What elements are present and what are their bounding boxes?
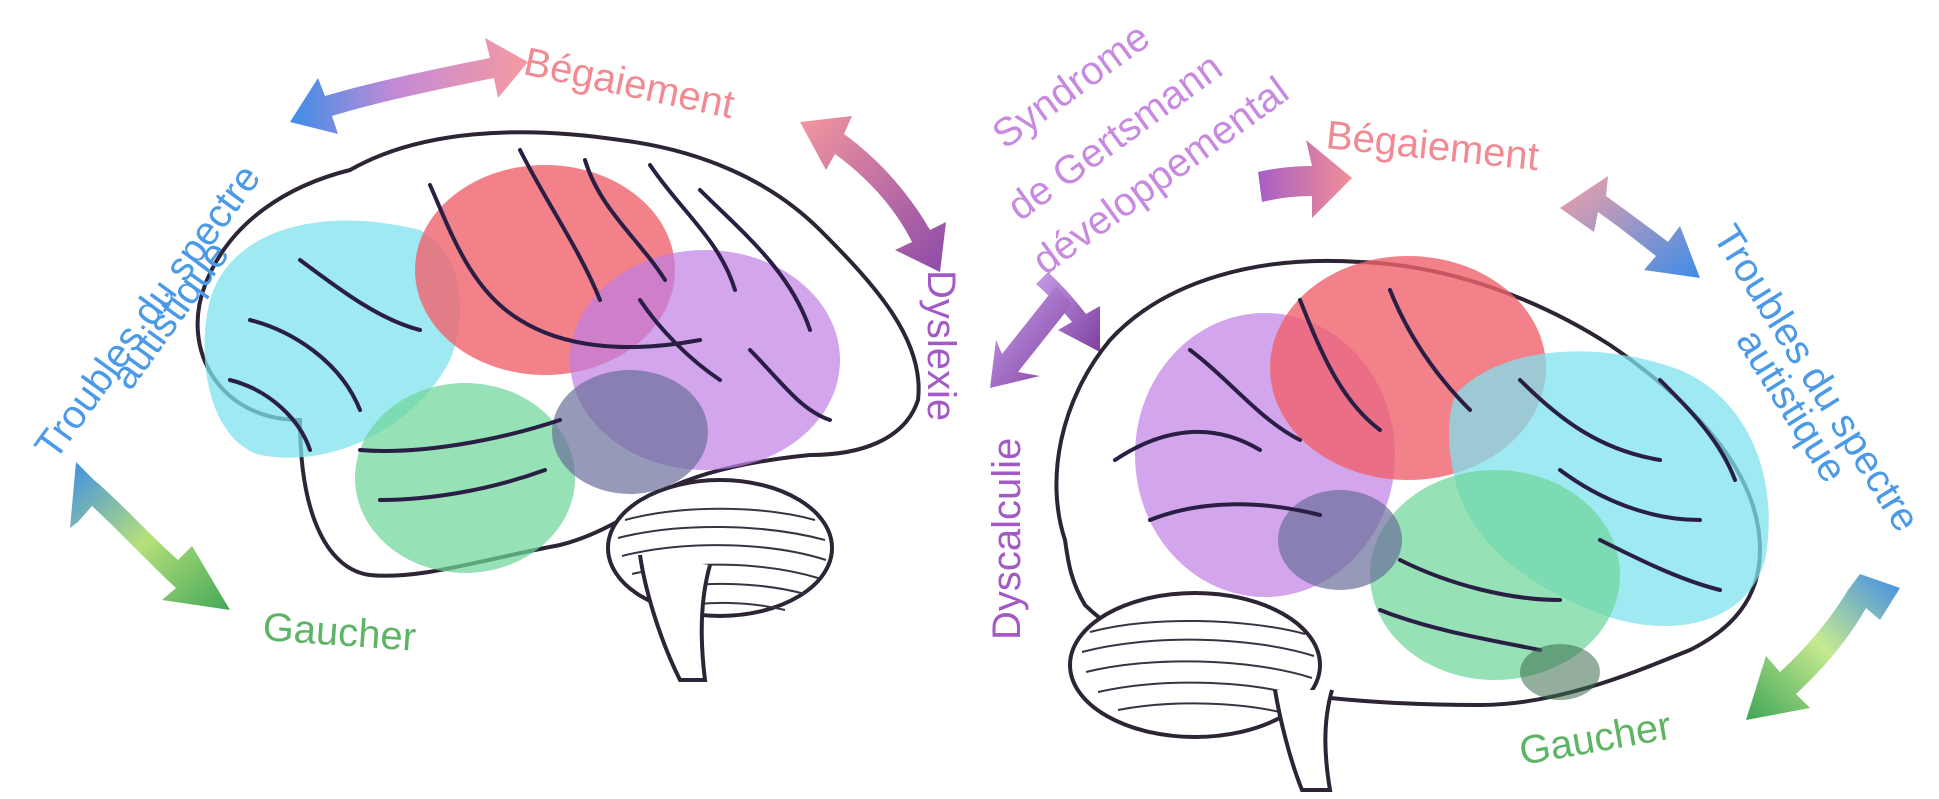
dyscalculie-label: Dyscalculie [985,438,1029,640]
right-arrow-tsa-gaucher [1746,574,1900,720]
left-dyslexie-label: Dyslexie [919,270,963,421]
right-begaiement-label: Bégaiement [1324,113,1541,179]
left-overlap-region [552,370,708,494]
left-arrow-tsa-begaiement [290,38,528,134]
left-cerebellum [608,480,832,616]
left-brain [198,132,919,680]
right-arrow-begaiement-tsa [1560,176,1700,278]
left-brainstem [640,555,710,680]
right-overlap-region [1278,490,1402,590]
right-temporal-region [1370,470,1620,680]
center-arrow-gerstmann-dyscalculie [990,268,1100,388]
left-begaiement-label: Bégaiement [520,40,738,127]
right-gaucher-label: Gaucher [1516,704,1675,774]
right-brainstem [1275,690,1332,790]
left-gaucher-label: Gaucher [261,605,417,660]
left-temporal-region [355,383,575,573]
right-dark-spot [1520,644,1600,700]
left-arrow-tsa-gaucher [70,462,230,610]
